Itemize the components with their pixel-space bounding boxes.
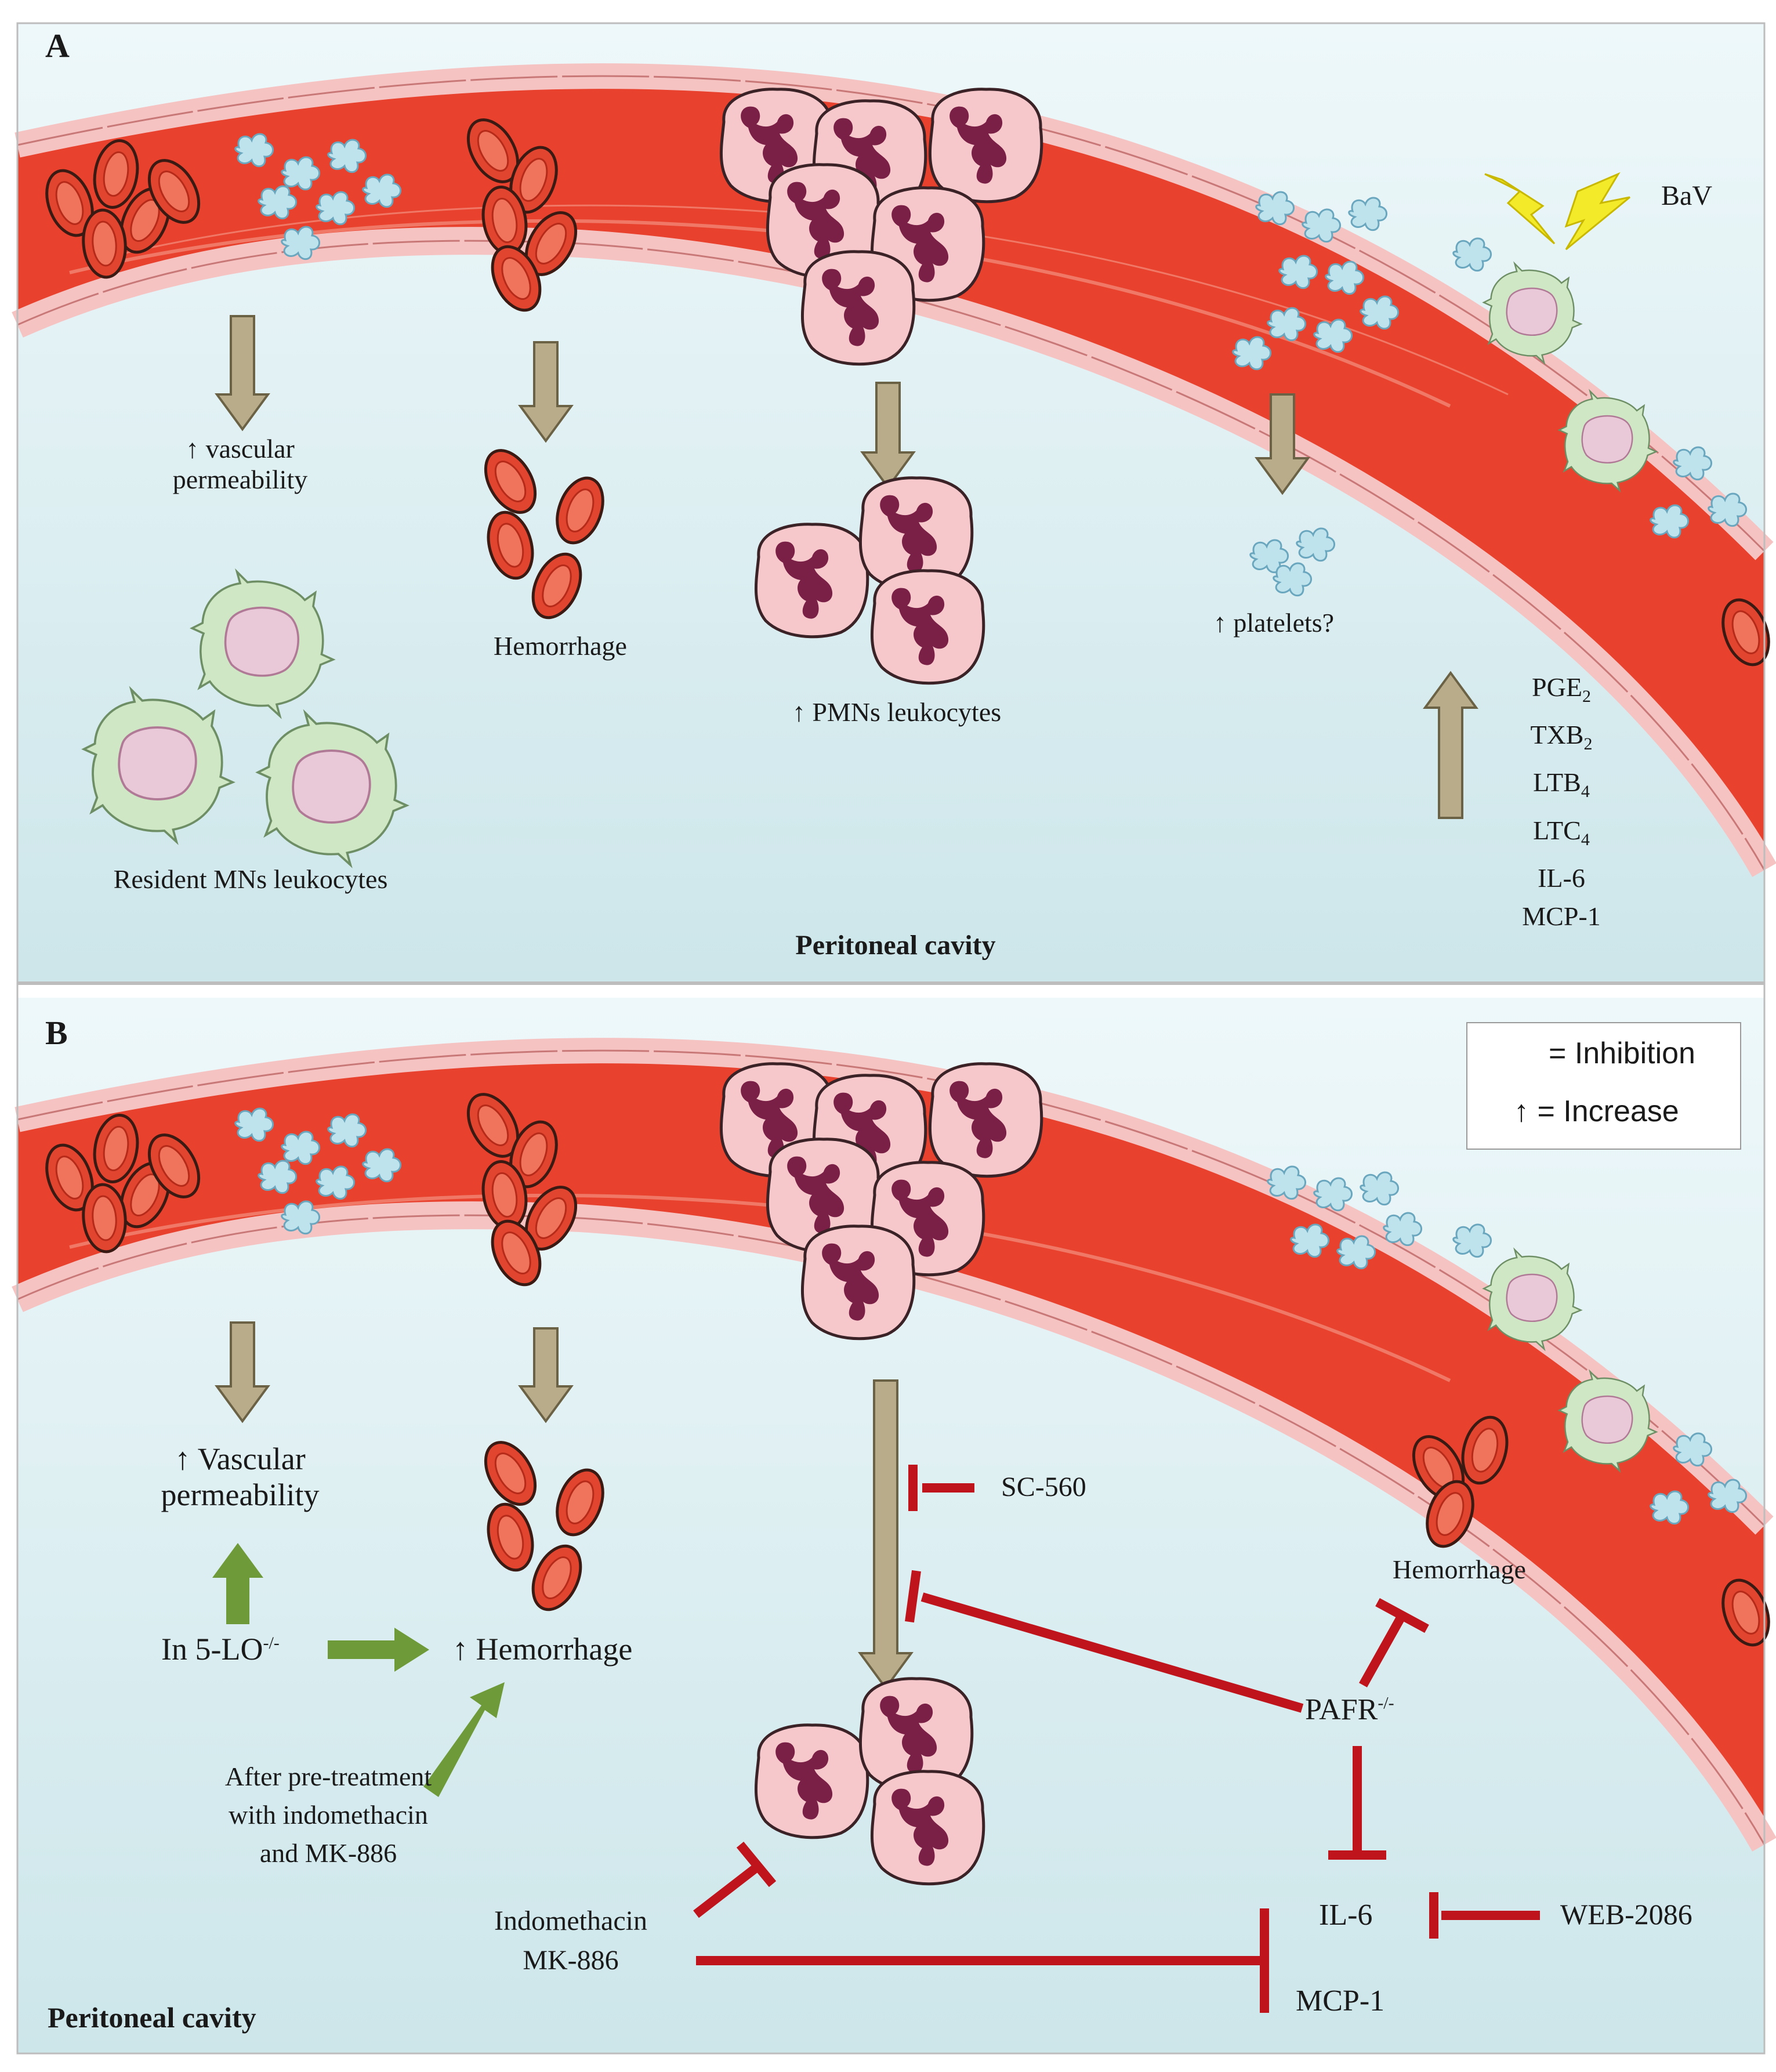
panel-b [12,998,1776,2053]
panel-letter-b: B [45,1014,68,1052]
mediator-pge2: PGE2 [1532,672,1591,707]
legend-inhibition: = Inhibition [1549,1037,1695,1070]
legend: = Inhibition ↑ = Increase [1466,1022,1741,1150]
agent-label: BaV [1661,180,1712,211]
after-pretreatment-label: After pre-treatment with indomethacin an… [224,1762,432,1868]
web2086-label: WEB-2086 [1560,1898,1692,1930]
hemorrhage-increase-label: ↑ Hemorrhage [452,1632,633,1667]
pmns-label: ↑ PMNs leukocytes [792,697,1002,727]
mediator-list: PGE2 TXB2 LTB4 LTC4 IL-6 MCP-1 [1522,668,1600,936]
vascular-permeability-label: ↑ vascular permeability [172,434,308,494]
legend-increase: ↑ = Increase [1514,1095,1679,1128]
mediator-ltb4: LTB4 [1533,767,1590,802]
panel-a [12,23,1776,981]
cavity-label-b: Peritoneal cavity [48,2001,256,2034]
mediator-ltc4: LTC4 [1533,815,1590,849]
mcp1-label: MCP-1 [1296,1984,1385,2017]
sc560-label: SC-560 [1001,1472,1086,1502]
indomethacin-mk886-label: Indomethacin MK-886 [494,1906,647,1976]
panel-letter-a: A [45,27,70,64]
mediator-mcp1: MCP-1 [1522,901,1601,931]
mediator-txb2: TXB2 [1530,720,1593,754]
in-5lo-label: In 5-LO-/- [161,1632,280,1667]
mediator-il6: IL-6 [1538,863,1585,893]
pafr-label: PAFR-/- [1305,1693,1394,1726]
il6-label: IL-6 [1319,1899,1373,1932]
cavity-label-a: Peritoneal cavity [795,930,996,961]
platelets-label: ↑ platelets? [1213,608,1335,637]
hemorrhage-right-label: Hemorrhage [1393,1555,1526,1584]
vascular-permeability-label-b: ↑ Vascular permeability [161,1441,320,1513]
hemorrhage-label: Hemorrhage [494,631,627,661]
resident-mn-label: Resident MNs leukocytes [113,864,388,894]
